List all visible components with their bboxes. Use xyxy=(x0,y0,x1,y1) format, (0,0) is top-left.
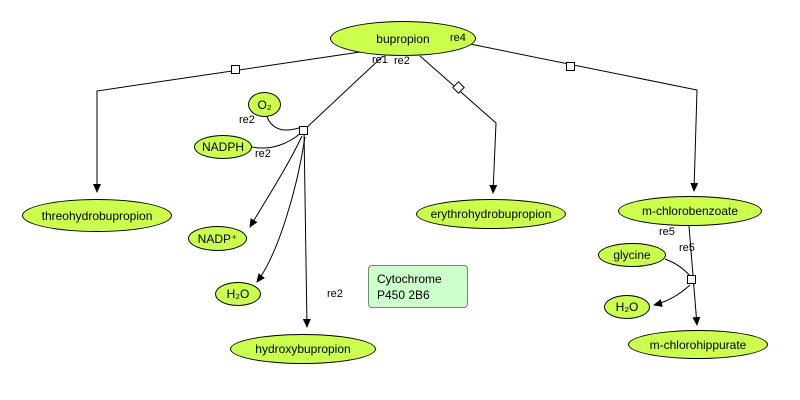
reaction-node-re1[interactable] xyxy=(231,65,240,74)
reaction-label-re4: re4 xyxy=(450,32,466,44)
enzyme-cytochrome-p450-2b6[interactable]: Cytochrome P450 2B6 xyxy=(368,265,468,308)
species-h2o-left[interactable]: H₂O xyxy=(215,282,261,306)
species-nadp-plus[interactable]: NADP⁺ xyxy=(188,226,247,251)
edge-reaction-h2o-left xyxy=(256,136,306,283)
species-m-chlorobenzoate[interactable]: m-chlorobenzoate xyxy=(618,196,762,226)
reaction-node-re2[interactable] xyxy=(299,126,308,135)
enzyme-label-line1: Cytochrome xyxy=(377,272,442,286)
edge-reaction-nadp xyxy=(249,135,303,228)
reaction-label-re2-main: re2 xyxy=(327,288,343,300)
reaction-node-re5[interactable] xyxy=(687,275,696,284)
reaction-label-re2-nadph: re2 xyxy=(255,148,271,160)
reaction-label-re2-o2: re2 xyxy=(239,114,255,126)
edge-bupropion-erythrohydrobupropion xyxy=(419,55,498,194)
species-threohydrobupropion[interactable]: threohydrobupropion xyxy=(22,199,172,232)
species-o2[interactable]: O₂ xyxy=(248,92,281,117)
species-nadph[interactable]: NADPH xyxy=(194,135,252,159)
reaction-label-re5-benzoate: re5 xyxy=(659,226,675,238)
edge-reaction-h2o-right xyxy=(653,284,691,307)
edge-bupropion-mchlorobenzoate xyxy=(469,43,699,192)
reaction-node-re4[interactable] xyxy=(566,62,575,71)
species-hydroxybupropion[interactable]: hydroxybupropion xyxy=(230,334,376,364)
reaction-label-re1: re1 xyxy=(372,54,388,66)
species-bupropion[interactable]: bupropion xyxy=(330,21,476,56)
species-erythrohydrobupropion[interactable]: erythrohydrobupropion xyxy=(416,199,566,229)
species-m-chlorohippurate[interactable]: m-chlorohippurate xyxy=(628,330,768,359)
reaction-label-re2-top: re2 xyxy=(394,55,410,67)
species-h2o-right[interactable]: H₂O xyxy=(604,295,650,319)
species-glycine[interactable]: glycine xyxy=(598,243,666,267)
edge-bupropion-threohydrobupropion xyxy=(93,51,361,193)
edge-nadph-reaction xyxy=(251,132,302,149)
reaction-label-re5-glycine: re5 xyxy=(679,242,695,254)
edge-glycine-reaction xyxy=(664,258,691,277)
edge-o2-reaction xyxy=(266,116,300,131)
enzyme-label-line2: P450 2B6 xyxy=(377,288,430,302)
